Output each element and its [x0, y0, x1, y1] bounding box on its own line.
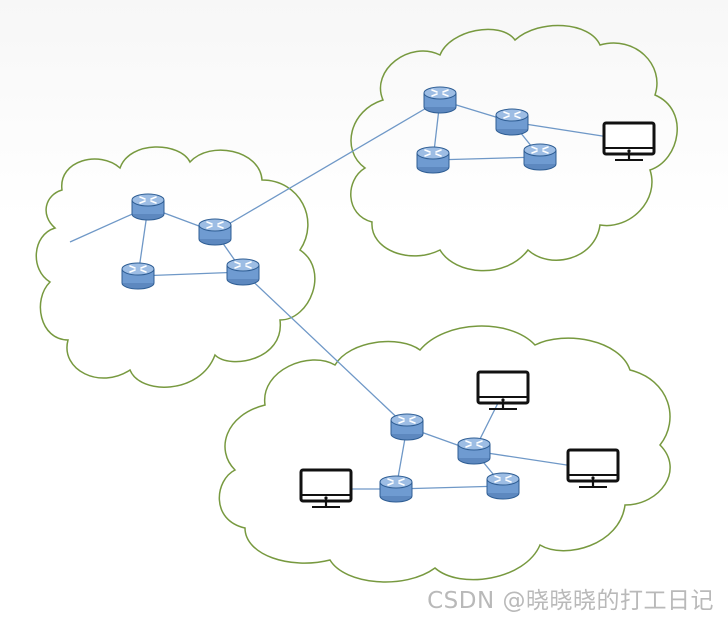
computer-monitor-icon: [299, 468, 353, 509]
router-icon: [423, 86, 457, 114]
router-icon: [131, 193, 165, 221]
link: [137, 271, 244, 277]
link: [214, 99, 441, 233]
cloud-left: [35, 146, 316, 388]
router-icon: [226, 258, 260, 286]
router-icon: [523, 143, 557, 171]
router-icon: [390, 413, 424, 441]
router-icon: [121, 262, 155, 290]
watermark-text: CSDN @晓晓晓的打工日记: [427, 588, 714, 614]
cloud-top-right: [350, 24, 678, 272]
router-icon: [486, 472, 520, 500]
router-icon: [198, 218, 232, 246]
computer-monitor-icon: [566, 448, 620, 489]
computer-monitor-icon: [602, 121, 656, 162]
computer-monitor-icon: [476, 370, 530, 411]
link: [395, 485, 504, 490]
cloud-bottom: [218, 325, 671, 583]
router-icon: [416, 146, 450, 174]
link: [242, 271, 408, 428]
router-icon: [495, 108, 529, 136]
router-icon: [457, 437, 491, 465]
link: [432, 156, 541, 161]
router-icon: [379, 475, 413, 503]
